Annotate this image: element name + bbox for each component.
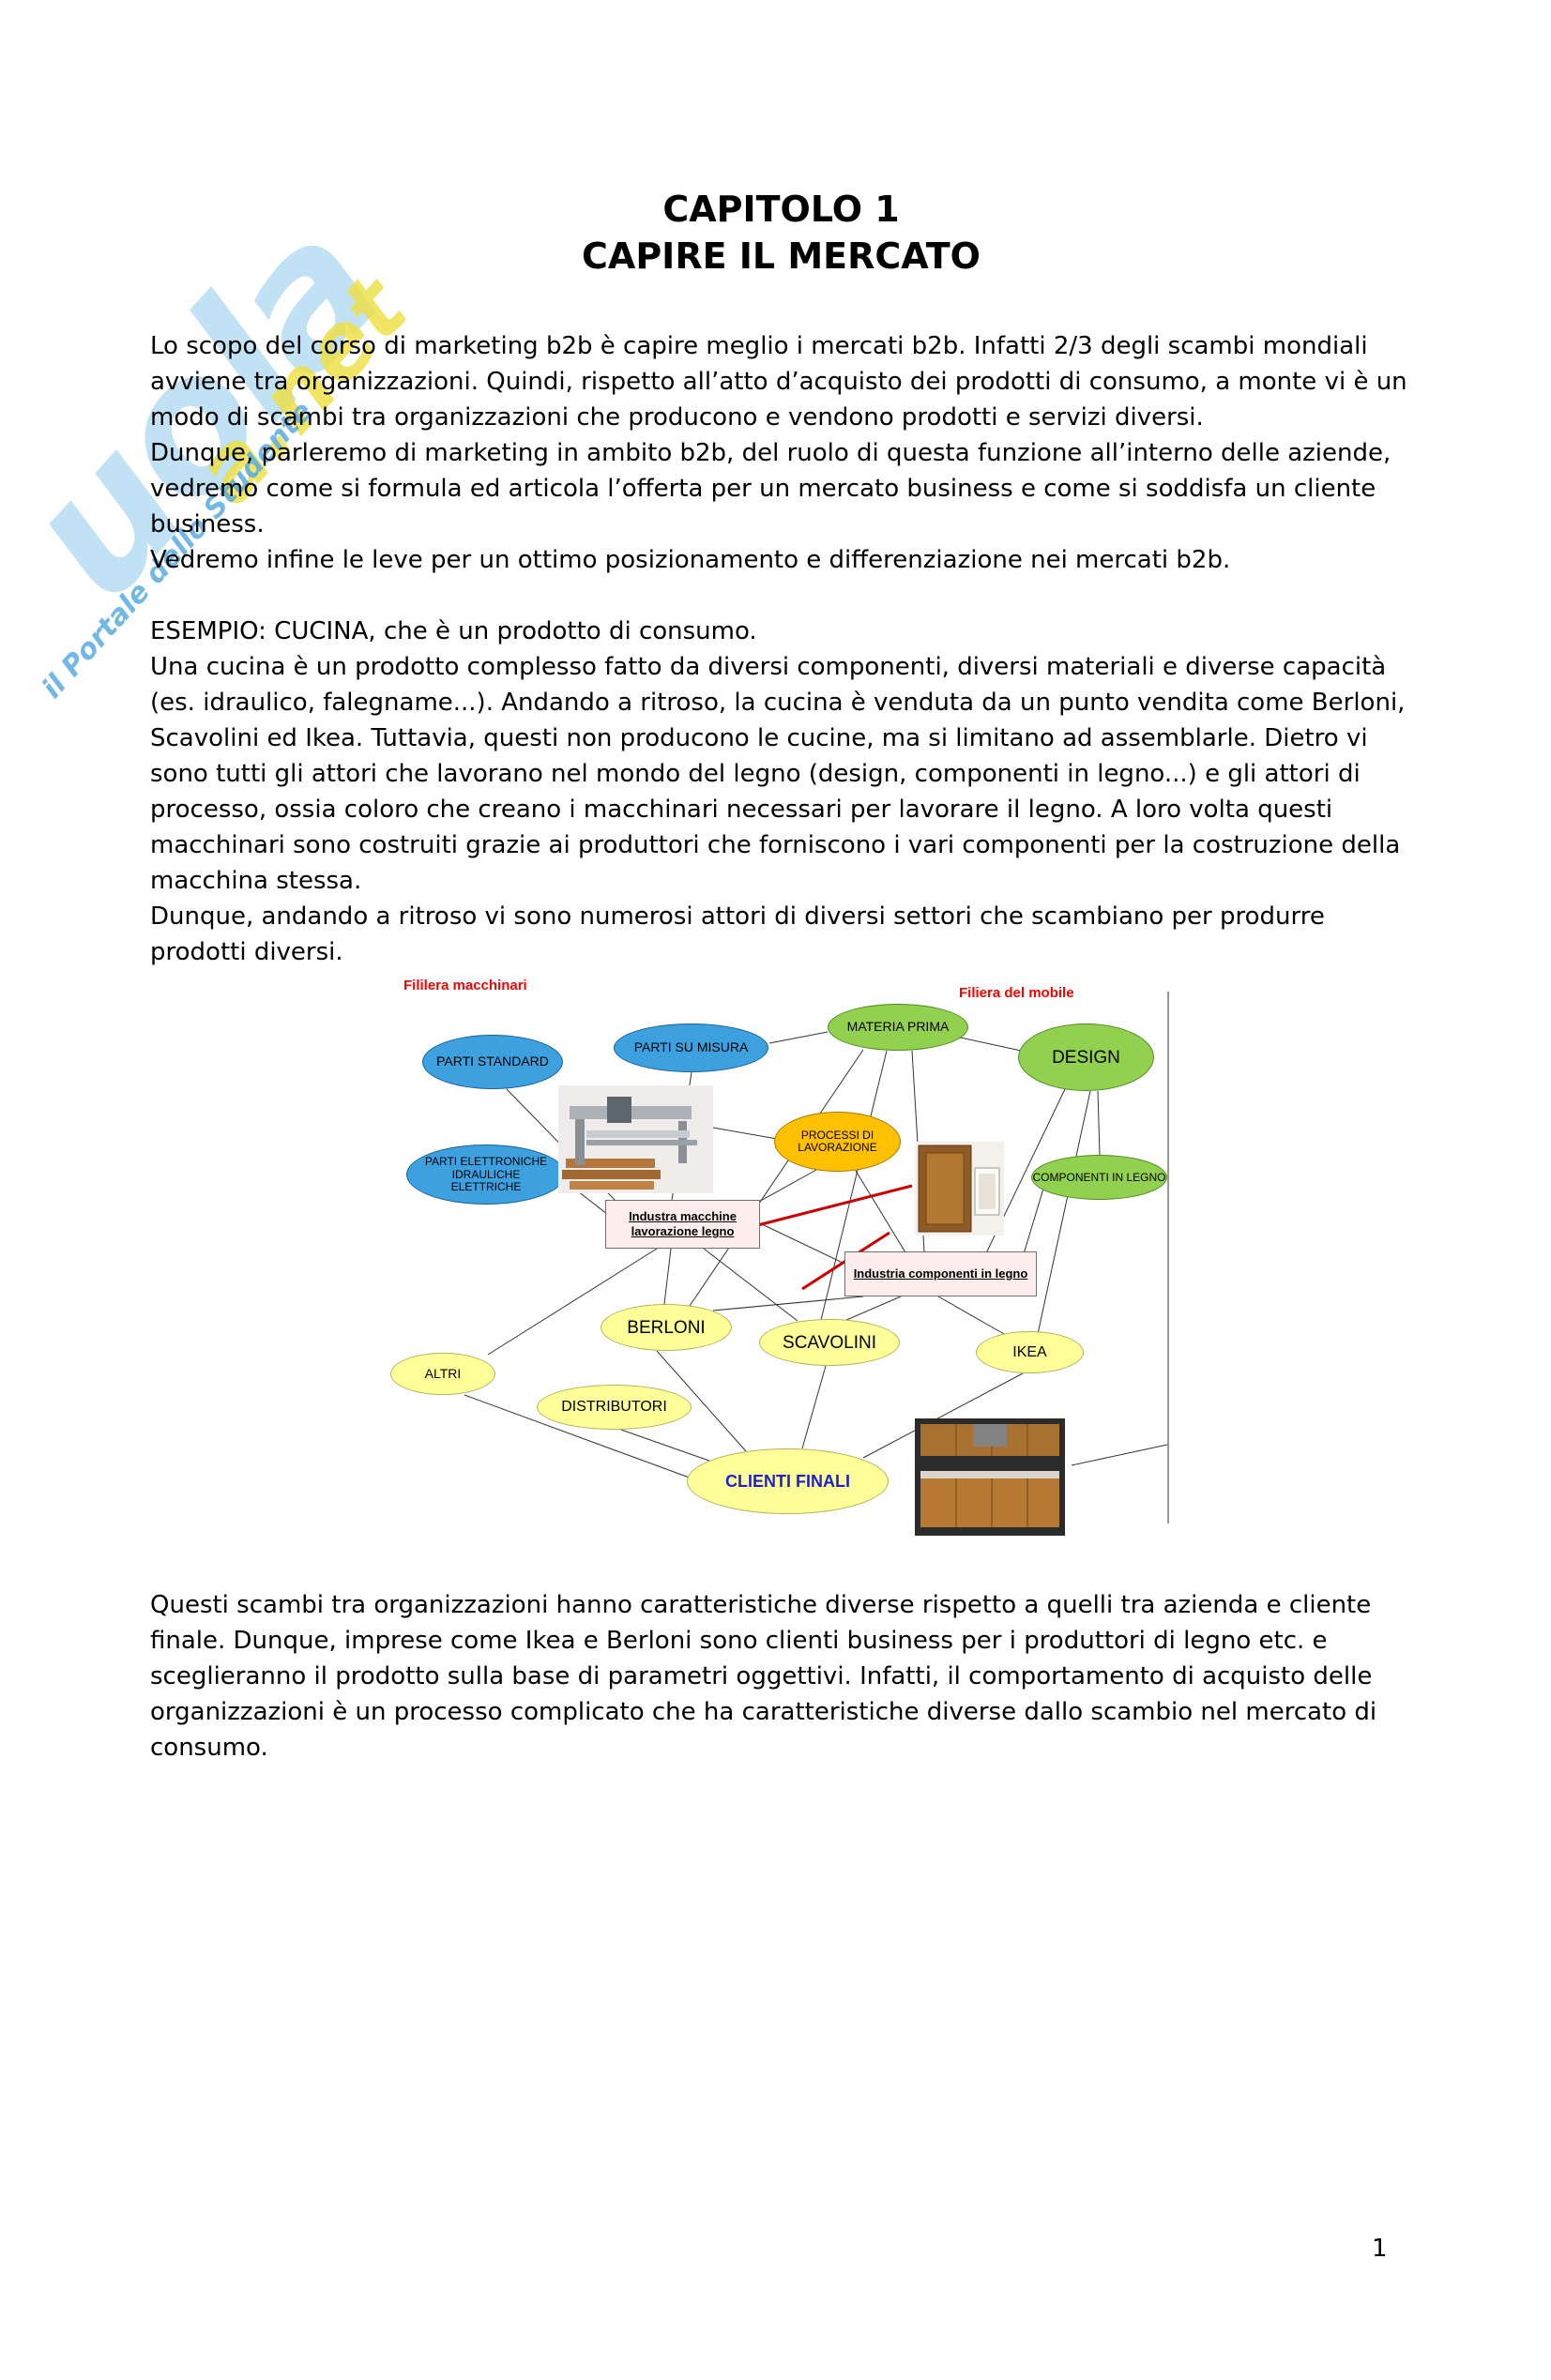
kitchen-photo: [915, 1418, 1065, 1537]
node-scavolini: SCAVOLINI: [759, 1319, 900, 1367]
document-page: uola a.net il Portale dello Studente CAP…: [0, 186, 1551, 2380]
node-clienti-finali: CLIENTI FINALI: [687, 1448, 889, 1515]
diagram-label-filiera-macchinari: Fililera macchinari: [403, 978, 527, 994]
page-number: 1: [1372, 2235, 1388, 2263]
paragraph-esempio: ESEMPIO: CUCINA, che è un prodotto di co…: [150, 617, 757, 646]
paragraph-dunque: Dunque, parleremo di marketing in ambito…: [150, 439, 1391, 539]
node-processi-lavorazione: PROCESSI DI LAVORAZIONE: [774, 1112, 901, 1173]
node-materia-prima: MATERIA PRIMA: [828, 1004, 968, 1052]
paragraph-cucina: Una cucina è un prodotto complesso fatto…: [150, 653, 1406, 896]
paragraph-vedremo: Vedremo infine le leve per un ottimo pos…: [150, 546, 1231, 575]
node-berloni: BERLONI: [601, 1304, 732, 1352]
box-industria-macchine: Industra macchine lavorazione legno: [605, 1200, 760, 1250]
node-design: DESIGN: [1018, 1023, 1154, 1092]
node-parti-su-misura: PARTI SU MISURA: [614, 1023, 768, 1073]
diagram-label-filiera-mobile: Filiera del mobile: [959, 985, 1074, 1002]
paragraph-ritroso: Dunque, andando a ritroso vi sono numero…: [150, 902, 1325, 967]
supply-chain-diagram: Fililera macchinari Filiera del mobile P…: [375, 978, 1192, 1540]
node-parti-elettroniche: PARTI ELETTRONICHE IDRAULICHE ELETTRICHE: [406, 1145, 566, 1205]
chapter-title: CAPIRE IL MERCATO: [582, 235, 981, 278]
wood-cabinet-photo: [915, 1142, 1004, 1236]
node-altri: ALTRI: [390, 1353, 495, 1396]
paragraph-scambi-finale: Questi scambi tra organizzazioni hanno c…: [150, 1591, 1377, 1763]
box-industria-componenti: Industria componenti in legno: [844, 1251, 1037, 1297]
node-componenti-legno: COMPONENTI IN LEGNO: [1031, 1155, 1167, 1201]
paragraph-scopo: Lo scopo del corso di marketing b2b è ca…: [150, 332, 1407, 432]
node-distributori: DISTRIBUTORI: [537, 1385, 692, 1431]
body-text: Lo scopo del corso di marketing b2b è ca…: [150, 328, 1412, 1766]
page-content: CAPITOLO 1 CAPIRE IL MERCATO Lo scopo de…: [0, 186, 1551, 1766]
woodworking-machine-photo: [558, 1085, 713, 1194]
chapter-number: CAPITOLO 1: [662, 189, 900, 230]
node-parti-standard: PARTI STANDARD: [422, 1035, 563, 1090]
node-ikea: IKEA: [976, 1331, 1084, 1374]
